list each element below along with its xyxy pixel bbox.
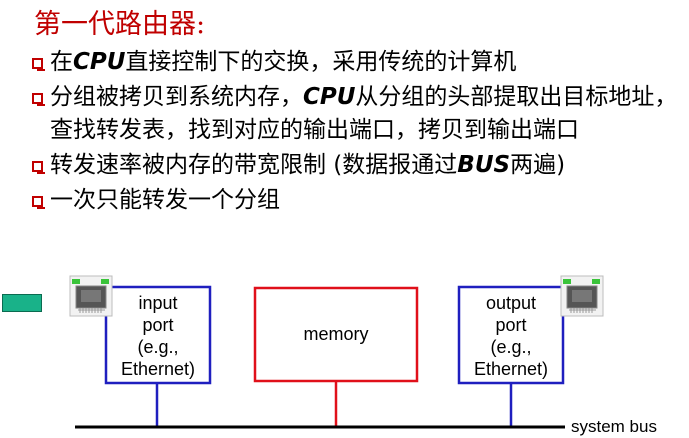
bullet-item: 一次只能转发一个分组 (30, 184, 685, 217)
bullet-text: 一次只能转发一个分组 (50, 187, 280, 213)
input-port-line: (e.g., (137, 337, 179, 357)
memory-label: memory (303, 324, 369, 344)
bullet-item: 转发速率被内存的带宽限制 (数据报通过BUS两遍) (30, 149, 685, 182)
bullet-box-icon (32, 58, 45, 71)
bullet-text: 两遍) (510, 152, 566, 178)
bullet-box-icon (32, 161, 45, 174)
bullet-text: 分组被拷贝到系统内存， (50, 84, 303, 110)
output-port-line: port (495, 315, 527, 335)
input-port-line: port (142, 315, 174, 335)
ethernet-port-icon (69, 275, 113, 317)
green-indicator (2, 294, 42, 312)
system-bus-label: system bus (571, 417, 657, 436)
bullet-text: 在 (50, 49, 73, 75)
bullet-item: 分组被拷贝到系统内存，CPU从分组的头部提取出目标地址，查找转发表，找到对应的输… (30, 81, 685, 147)
bullet-box-icon (32, 93, 45, 106)
bullet-text: CPU (73, 49, 126, 75)
ethernet-port-icon (560, 275, 604, 317)
bullet-text: CPU (303, 84, 356, 110)
output-port-line: (e.g., (490, 337, 532, 357)
bullet-text: 直接控制下的交换，采用传统的计算机 (125, 49, 517, 75)
input-port-line: Ethernet) (120, 359, 196, 379)
bullet-text: 转发速率被内存的带宽限制 (数据报通过 (50, 152, 458, 178)
bullet-text: BUS (457, 152, 511, 178)
input-port-label: input port (e.g., Ethernet) (110, 292, 206, 380)
bullet-list: 在CPU直接控制下的交换，采用传统的计算机分组被拷贝到系统内存，CPU从分组的头… (30, 46, 685, 219)
input-port-line: input (138, 293, 178, 313)
bullet-box-icon (32, 196, 45, 209)
bullet-text: 从分组的头部提取出目标地址，查找转发表，找到对应的输出端口，拷贝到输出端口 (50, 84, 678, 143)
output-port-line: Ethernet) (473, 359, 549, 379)
output-port-line: output (485, 293, 537, 313)
output-port-label: output port (e.g., Ethernet) (463, 292, 559, 380)
slide-title: 第一代路由器: (34, 9, 206, 40)
bullet-item: 在CPU直接控制下的交换，采用传统的计算机 (30, 46, 685, 79)
